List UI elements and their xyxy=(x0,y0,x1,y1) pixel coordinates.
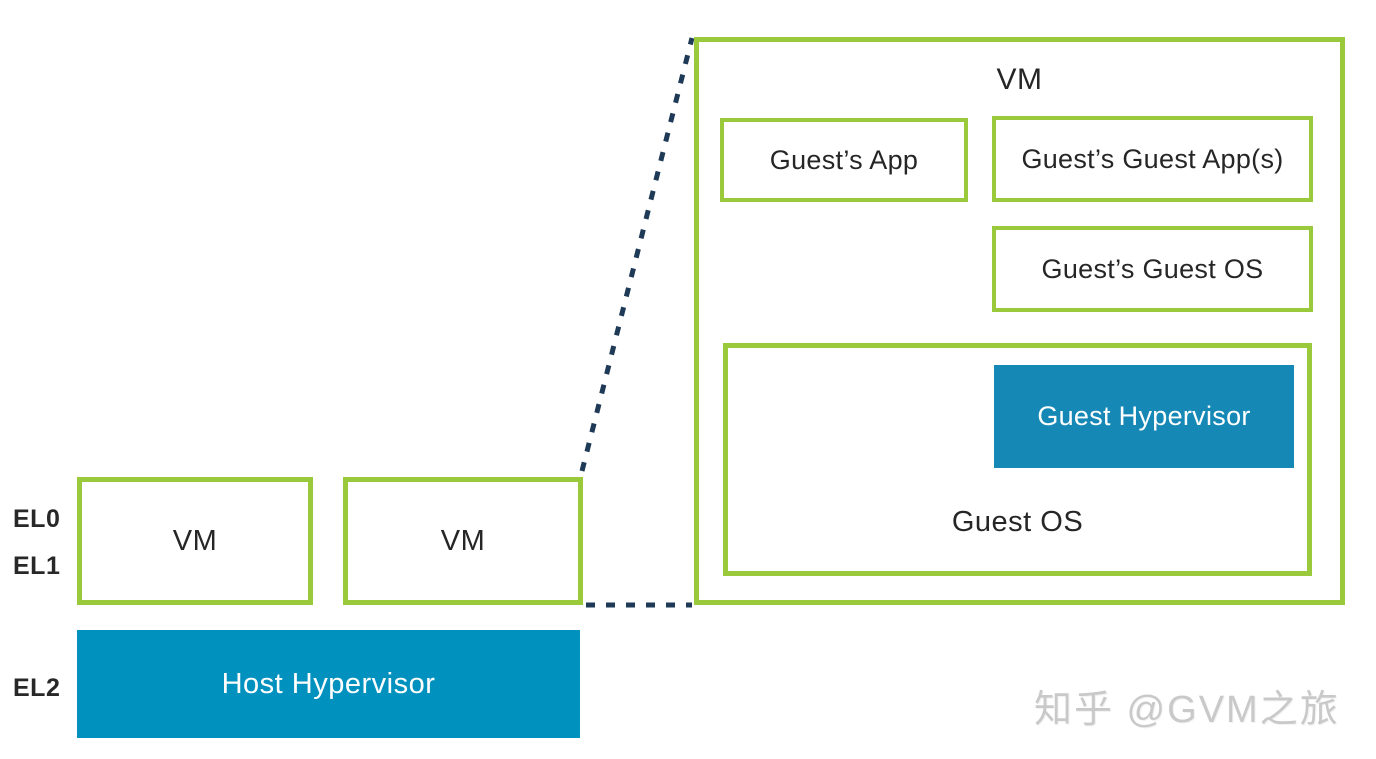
guest-guest-apps-box: Guest’s Guest App(s) xyxy=(992,116,1313,202)
guest-guest-os-box: Guest’s Guest OS xyxy=(992,226,1313,312)
guest-hypervisor-box: Guest Hypervisor xyxy=(994,365,1294,468)
zoom-connector-line-diagonal xyxy=(579,37,695,472)
expanded-vm-title: VM xyxy=(996,63,1043,96)
vm-box-2-label: VM xyxy=(440,524,486,557)
vm-box-1: VM xyxy=(77,477,313,605)
host-hypervisor-label: Host Hypervisor xyxy=(221,667,436,700)
guest-os-label: Guest OS xyxy=(951,506,1084,538)
vm-box-1-label: VM xyxy=(172,524,218,557)
guest-app-label: Guest’s App xyxy=(769,144,919,175)
guest-guest-os-label: Guest’s Guest OS xyxy=(1041,253,1264,284)
guest-os-box: Guest Hypervisor Guest OS xyxy=(723,343,1312,576)
guest-guest-apps-label: Guest’s Guest App(s) xyxy=(1021,143,1284,174)
guest-app-box: Guest’s App xyxy=(720,118,968,202)
exception-level-el0-label: EL0 xyxy=(13,505,61,533)
expanded-vm-box: VM Guest’s App Guest’s Guest App(s) Gues… xyxy=(694,37,1345,605)
exception-level-el2-label: EL2 xyxy=(13,674,61,702)
zhihu-watermark: 知乎 @GVM之旅 xyxy=(1034,689,1340,731)
vm-box-2: VM xyxy=(343,477,583,605)
exception-level-el1-label: EL1 xyxy=(13,552,61,580)
guest-hypervisor-label: Guest Hypervisor xyxy=(1037,401,1251,431)
host-hypervisor-box: Host Hypervisor xyxy=(77,630,580,738)
